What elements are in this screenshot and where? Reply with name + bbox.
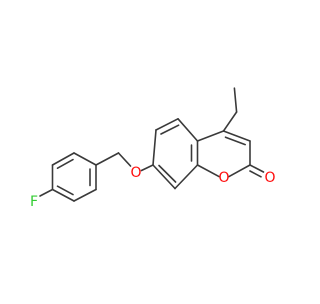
ether-o-ch2-bond [117,152,132,167]
c4a-c5-bond [177,118,199,142]
c2-o1-bond [228,164,251,178]
c7-ether-o-bond [140,164,154,172]
o1-c8a-bond [196,164,220,178]
c7-c8-bond [152,164,176,190]
fp-c2-c3-inner-bond [56,158,74,169]
c7-c8-inner-bond [158,164,177,183]
fp-c4-c5-inner-bond [56,185,74,196]
c5-c6-inner-bond [160,124,180,135]
carbonyl-oxygen-atom-label: O [264,170,275,186]
c6-c7-bond [152,129,157,166]
fluorine-atom-label: F [30,194,38,210]
ethyl-ch2-bond [222,111,238,132]
ring-oxygen-atom-label: O [218,170,229,186]
c-f-bond [39,188,54,197]
c4-c3-bond [222,130,251,142]
ether-oxygen-atom-label: O [130,165,141,181]
c4a-c4-bond [196,130,225,142]
carbonyl-bond [249,164,265,173]
fp-c1-c2-bond [73,152,97,166]
fp-c4-c5-bond [51,188,75,202]
molecule-canvas: F O O O [0,0,300,300]
fp-c2-c3-bond [51,152,75,166]
background [0,0,300,300]
c8-c8a-bond [174,164,199,190]
fp-c5-c6-bond [73,188,97,202]
c4-c3-double-bond [224,136,246,146]
molecule-structure: F O O O [0,0,300,300]
bonds [39,87,265,202]
c5-c6-bond [155,118,179,131]
ethyl-ch3-bond [233,87,238,113]
carbonyl-double-bond [249,170,262,178]
ch2-aryl-bond [95,152,120,166]
